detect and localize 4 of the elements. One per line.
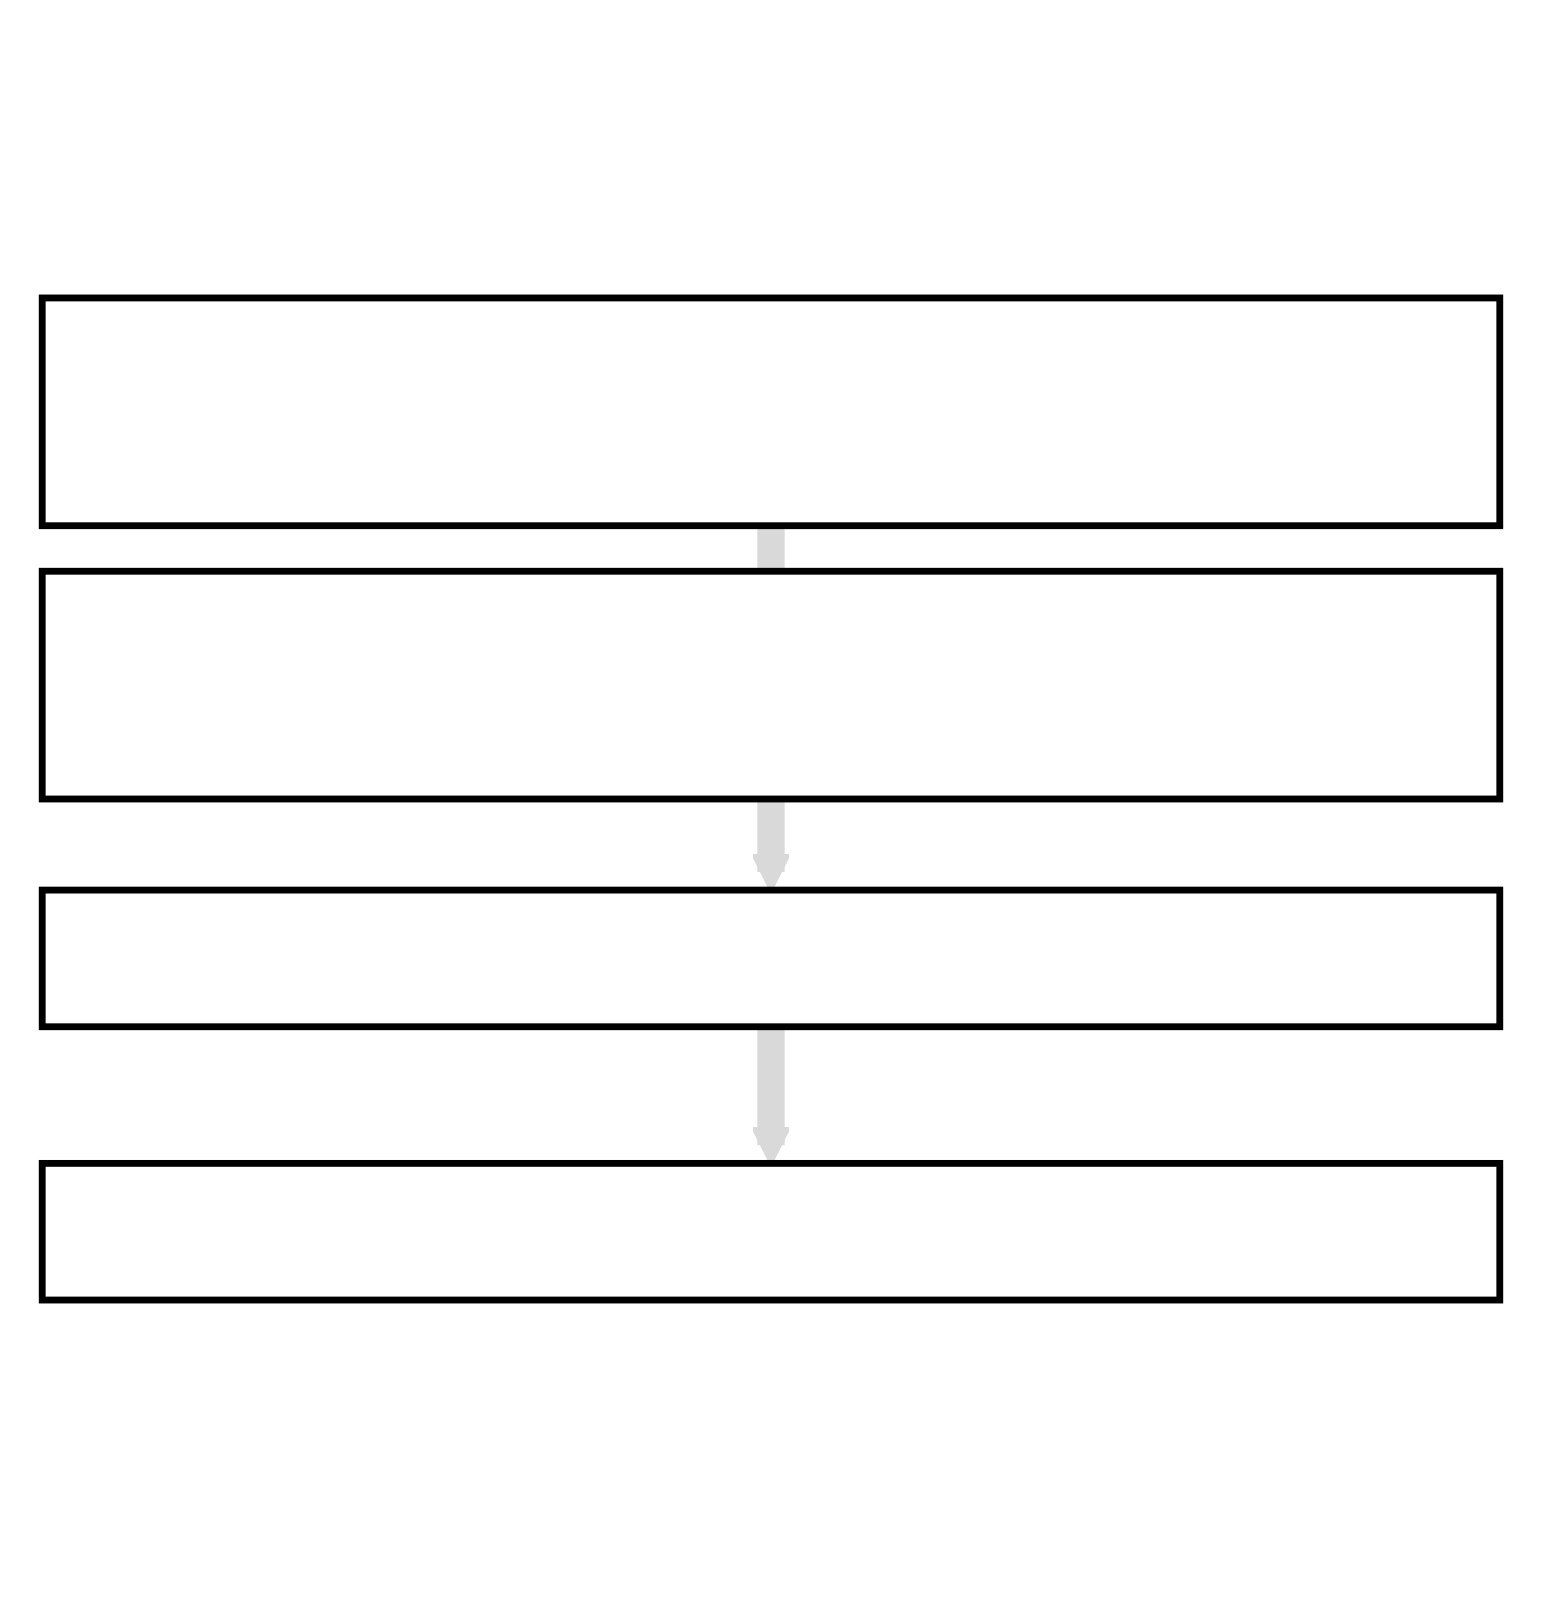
node-box <box>38 1159 1504 1304</box>
node-box <box>38 294 1504 530</box>
node-box <box>38 567 1504 803</box>
node-box <box>38 886 1504 1031</box>
